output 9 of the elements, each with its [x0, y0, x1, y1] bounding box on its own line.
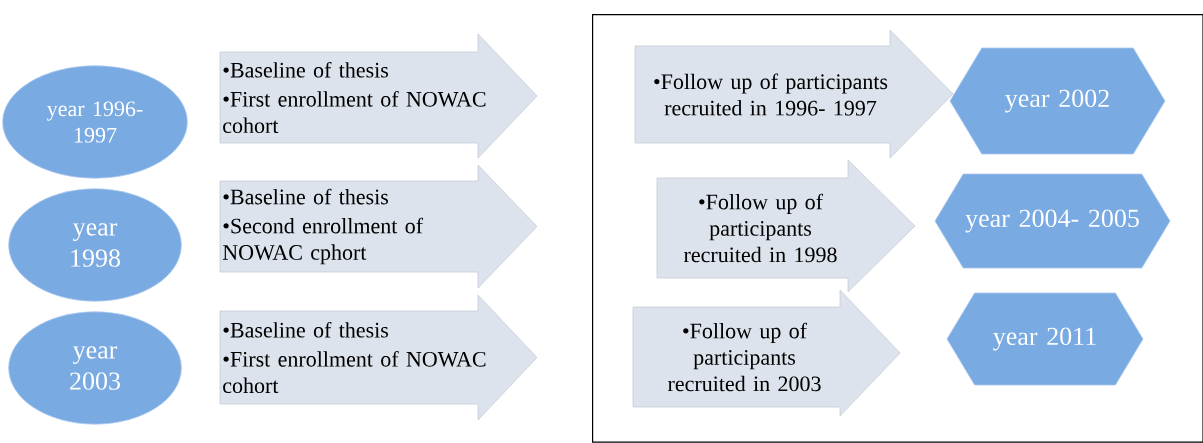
- hexagon: year 2004- 2005: [934, 173, 1171, 269]
- arrow-box: •Follow up of participants recruited in 1998: [656, 159, 916, 293]
- hexagon: year 2002: [949, 47, 1166, 155]
- arrow-box: •Follow up of participants recruited in 1996- 1997: [634, 29, 954, 159]
- arrow-box: •Baseline of thesis •First enrollment of NOWAC cohort: [219, 294, 538, 421]
- arrow-box: •Baseline of thesis •Second enrollment of NOWAC cphort: [219, 164, 538, 289]
- arrow-box: •Follow up of participants recruited in 2003: [632, 289, 901, 417]
- arrow-box: •Baseline of thesis •First enrollment of NOWAC cohort: [219, 33, 538, 159]
- hexagon: year 2011: [946, 292, 1144, 386]
